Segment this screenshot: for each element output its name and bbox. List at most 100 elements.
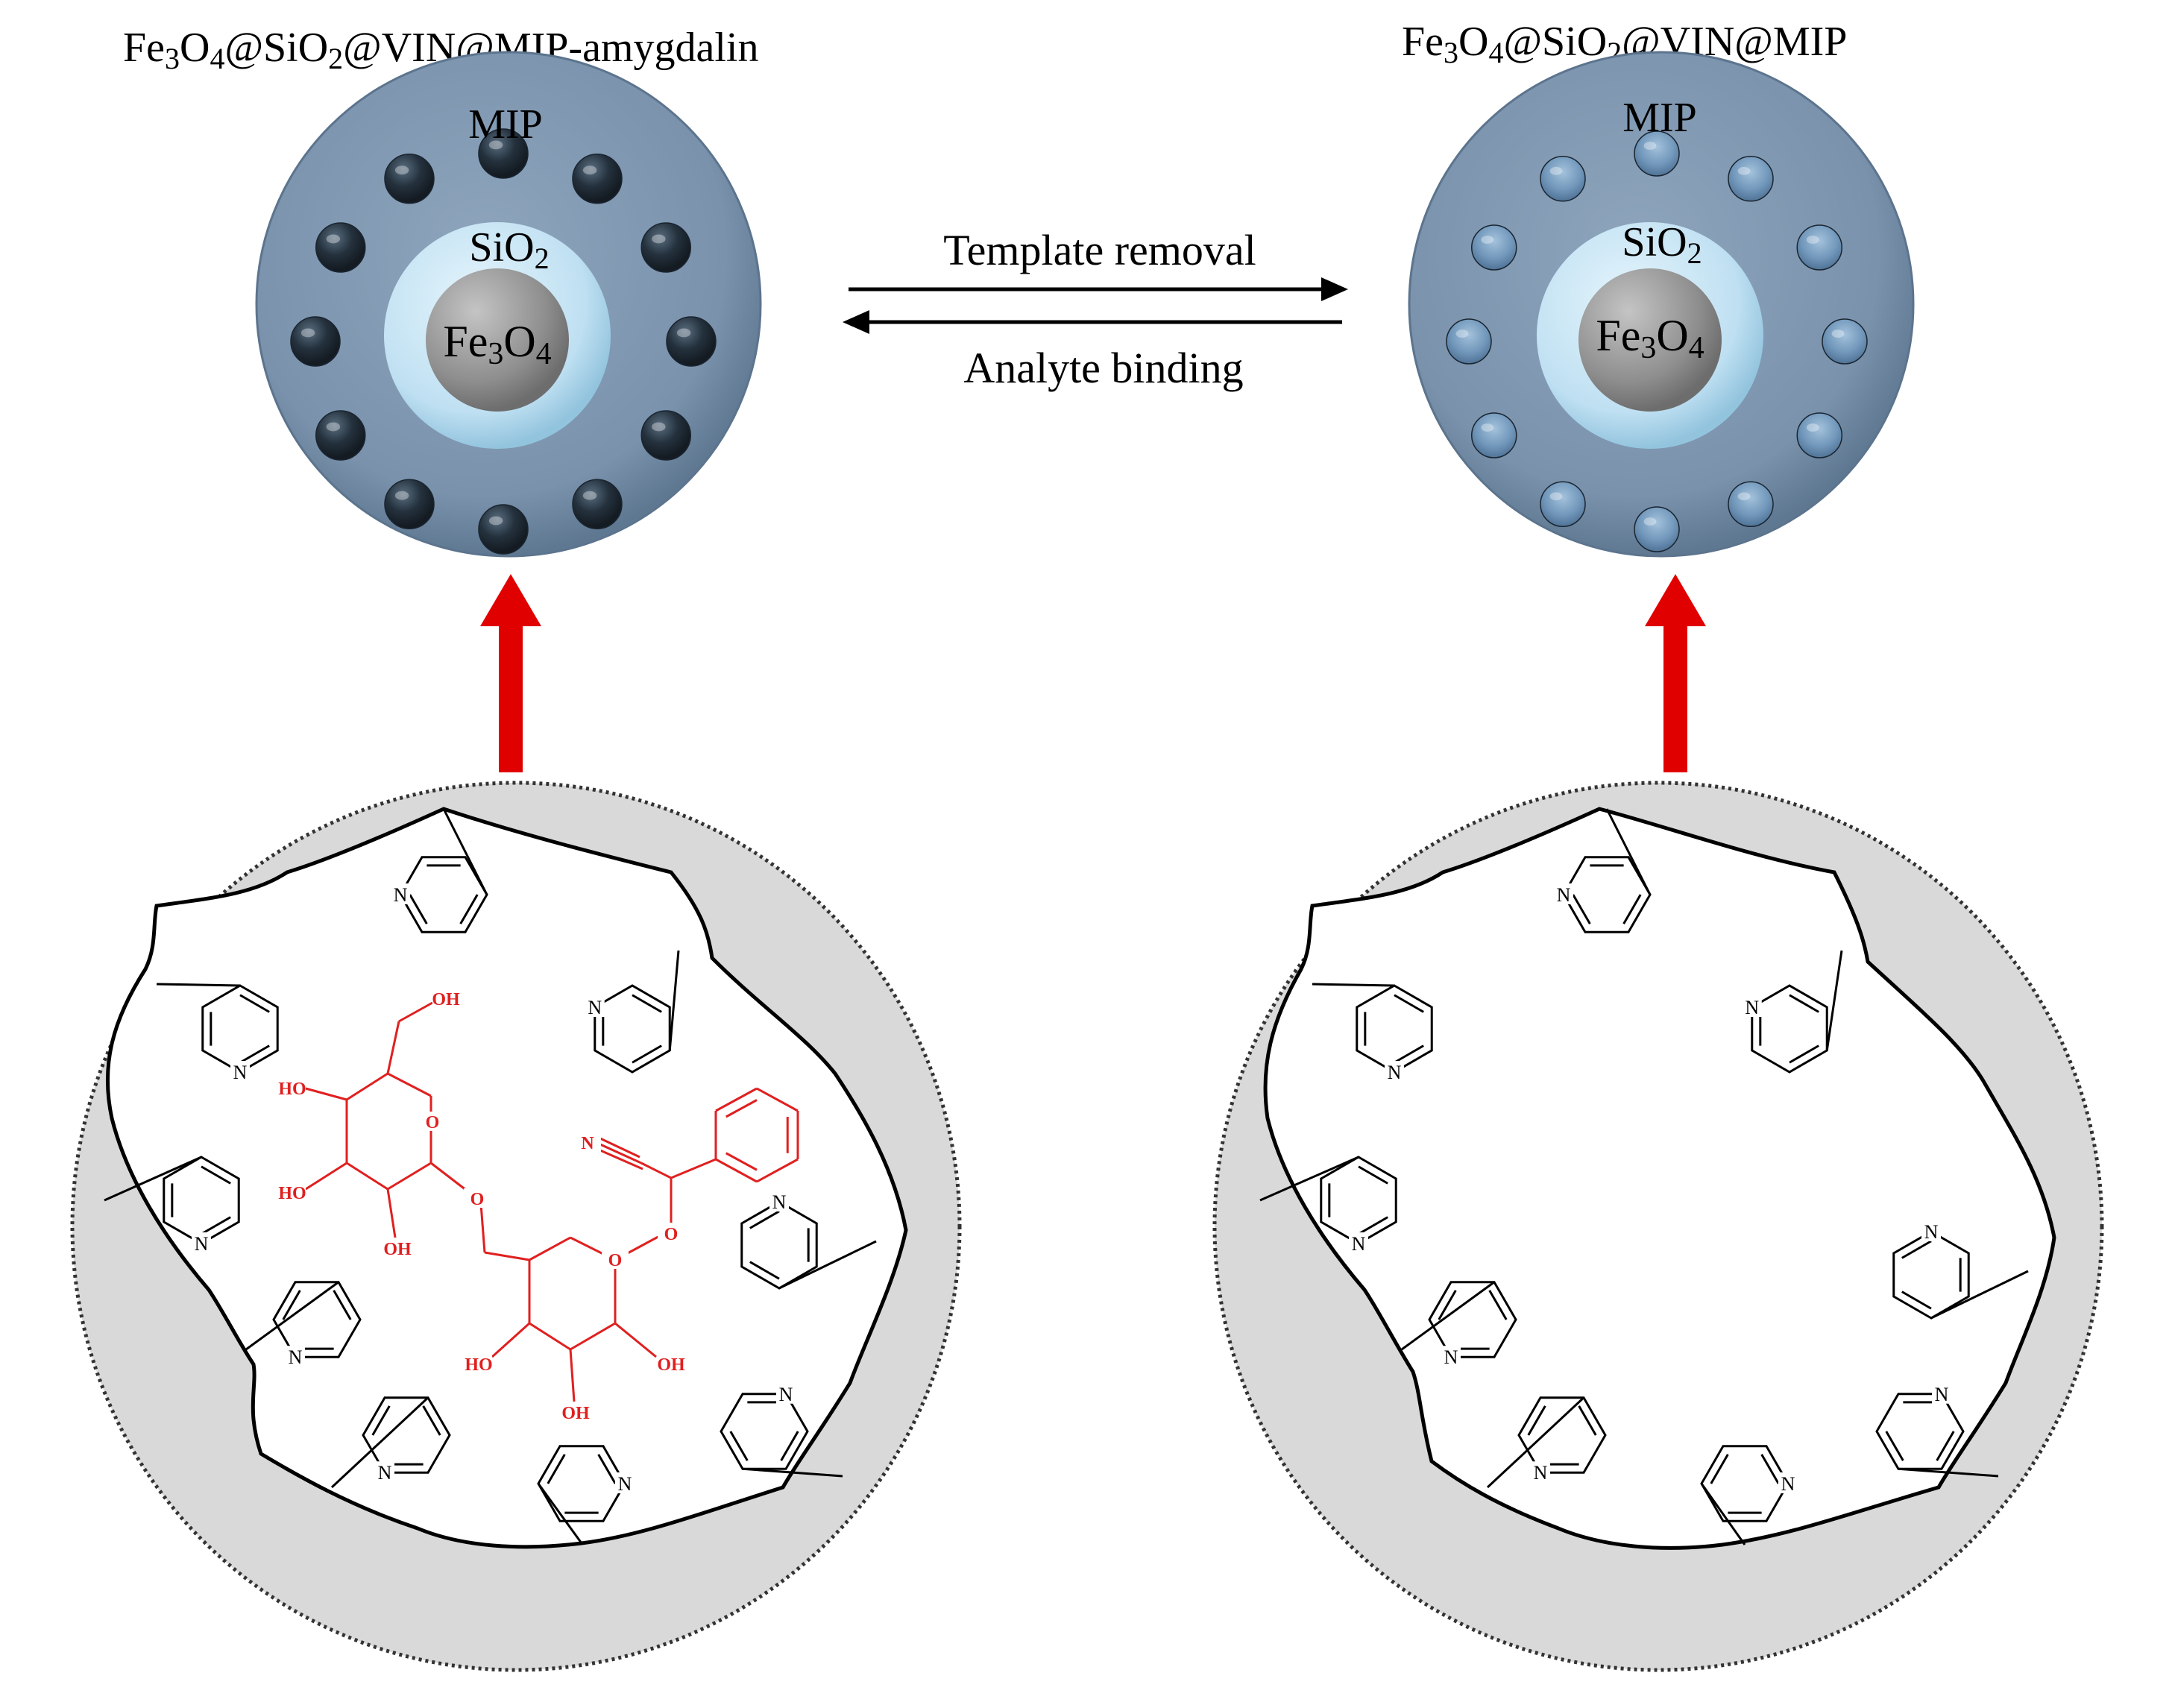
template-bond <box>529 1236 571 1261</box>
empty-cavity <box>1540 481 1586 527</box>
pyridine-double-bond <box>201 1216 231 1235</box>
pyridine-tether <box>1930 1270 2029 1320</box>
template-bond <box>725 1099 758 1118</box>
pyridine-unit: N <box>156 983 279 1083</box>
nitrogen-label: N <box>1352 1233 1366 1255</box>
template-atom-label: N <box>581 1134 594 1153</box>
template-bond <box>670 1158 717 1179</box>
pyridine-unit: N <box>391 808 488 933</box>
template-atom-bg <box>602 1250 629 1269</box>
empty-cavity <box>1796 412 1842 458</box>
nitrogen-label: N <box>1745 997 1759 1018</box>
template-bond <box>479 1203 486 1253</box>
nitrogen-label: N <box>1935 1384 1949 1405</box>
pyridine-double-bond <box>1394 1044 1424 1064</box>
pyridine-double-bond <box>1578 1405 1597 1436</box>
pyridine-unit: N <box>330 1396 451 1489</box>
left-particle-title: Fe3O4@SiO2@VIN@MIP-amygdalin <box>123 25 758 75</box>
pyridine-unit: N <box>1875 1382 1999 1478</box>
template-bond <box>398 1001 433 1023</box>
empty-cavity <box>1728 156 1774 202</box>
pyridine-unit: N <box>720 1382 843 1478</box>
pyridine-unit: N <box>1312 983 1433 1083</box>
pyridine-unit: N <box>537 1445 635 1544</box>
template-bond <box>756 1087 799 1112</box>
pyridine-tether <box>1312 983 1395 987</box>
template-bond <box>386 1021 400 1074</box>
pyridine-unit: N <box>1259 1156 1397 1255</box>
nitrogen-label-bg <box>192 1232 211 1253</box>
template-atom-label: O <box>470 1190 485 1209</box>
template-atom-label: OH <box>432 990 460 1009</box>
pyridine-double-bond <box>1622 894 1642 924</box>
template-bond <box>305 1162 347 1191</box>
right-shell-label: MIP <box>1622 95 1697 141</box>
filled-cavity <box>315 222 366 273</box>
nitrogen-label-bg <box>1778 1472 1798 1493</box>
empty-cavity-highlight <box>1549 492 1563 501</box>
template-bond <box>715 1087 758 1112</box>
left-silica-label: SiO2 <box>469 224 549 275</box>
pyridine-tether <box>1898 1467 1999 1478</box>
pyridine-double-bond <box>409 894 428 924</box>
pyridine-tether <box>1825 950 1843 1051</box>
filled-cavity <box>384 479 435 529</box>
template-bond <box>529 1322 571 1351</box>
pyridine-tether <box>537 1483 583 1544</box>
template-bond <box>599 1149 643 1170</box>
nitrogen-label: N <box>1534 1462 1548 1484</box>
nitrogen-label-bg <box>769 1191 789 1211</box>
empty-cavity-highlight <box>1806 423 1819 432</box>
pyridine-double-bond <box>1527 1405 1546 1436</box>
pyridine-double-bond <box>422 1405 441 1436</box>
left-particle: MIP SiO2 Fe3O4 <box>255 51 762 558</box>
filled-cavity-highlight <box>394 166 409 175</box>
pyridine-double-bond <box>1901 1291 1932 1310</box>
right-silica-label: SiO2 <box>1622 219 1702 270</box>
analyte-binding-label: Analyte binding <box>963 344 1243 392</box>
empty-cavity-highlight <box>1737 492 1751 501</box>
template-atom-label: O <box>664 1225 679 1244</box>
left-shell-label: MIP <box>468 101 543 148</box>
template-atom-bg <box>464 1188 491 1208</box>
template-removal-label: Template removal <box>943 226 1256 274</box>
pyridine-double-bond <box>459 894 479 924</box>
pyridine-unit: N <box>585 950 680 1074</box>
filled-cavity-highlight <box>326 234 341 244</box>
template-bond <box>305 1087 347 1101</box>
nitrogen-label-bg <box>1921 1220 1941 1241</box>
empty-cavity-highlight <box>1455 330 1469 338</box>
template-bond <box>715 1158 758 1183</box>
template-atom-label: HO <box>278 1184 306 1203</box>
template-atom-bg <box>279 1078 306 1097</box>
template-atom-bg <box>419 1112 446 1131</box>
empty-cavity <box>1471 224 1517 271</box>
template-atom-bg <box>562 1402 589 1422</box>
left-zoom-arrow <box>480 574 541 772</box>
nitrogen-label: N <box>289 1346 303 1368</box>
template-atom-bg <box>574 1132 601 1152</box>
right-empty-cavities <box>1446 130 1868 552</box>
empty-cavity-highlight <box>1481 236 1494 244</box>
pyridine-double-bond <box>632 1044 662 1064</box>
template-bond <box>725 1152 758 1171</box>
filled-cavity-highlight <box>394 491 409 500</box>
empty-cavity-highlight <box>1643 142 1657 150</box>
left-core-label: Fe3O4 <box>443 317 551 371</box>
template-bond <box>570 1322 616 1351</box>
template-atom-bg <box>465 1354 492 1373</box>
filled-cavity-highlight <box>652 234 666 244</box>
empty-cavity <box>1634 506 1680 552</box>
nitrogen-label: N <box>1781 1473 1795 1495</box>
nitrogen-label: N <box>378 1462 392 1484</box>
empty-cavity <box>1446 318 1492 365</box>
template-bond <box>346 1162 388 1191</box>
pyridine-double-bond <box>1901 1240 1932 1259</box>
pyridine-unit: N <box>1892 1220 2029 1320</box>
right-magnetite-core <box>1578 268 1722 412</box>
filled-cavity <box>384 154 435 204</box>
pyridine-double-bond <box>1710 1454 1729 1484</box>
nitrogen-label-bg <box>1531 1461 1550 1483</box>
